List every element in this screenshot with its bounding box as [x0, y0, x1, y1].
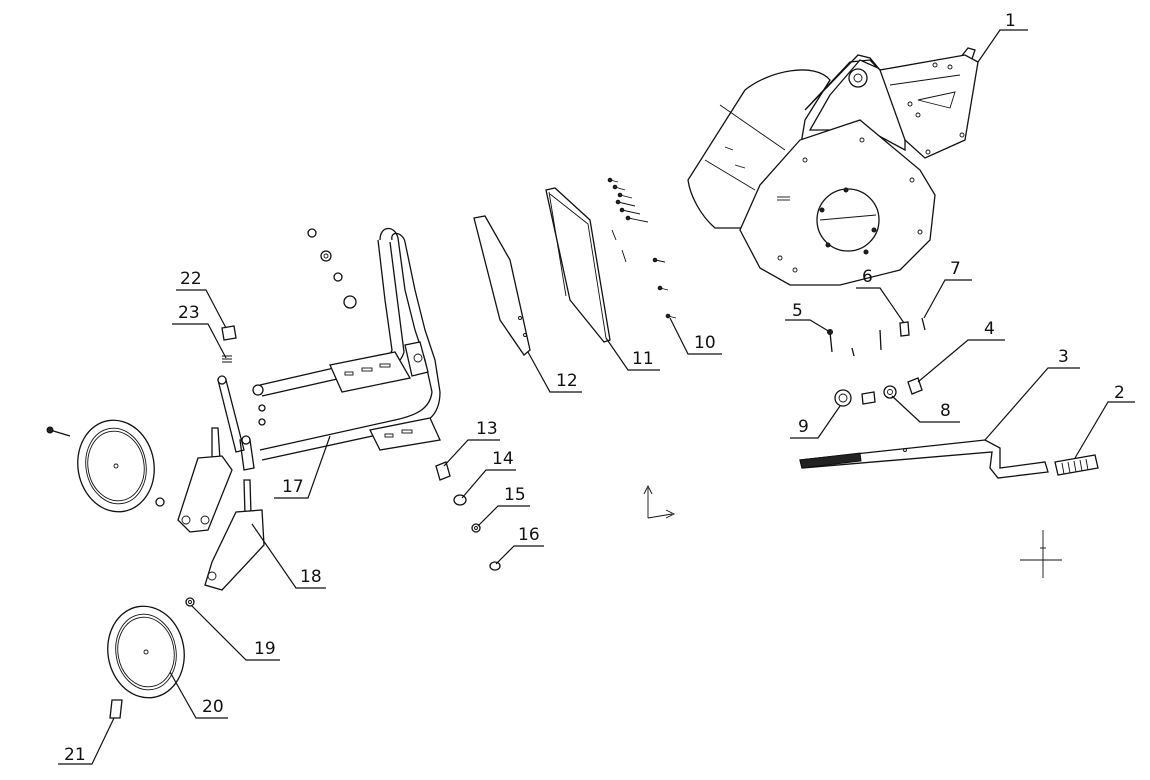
callout-12: 12 — [527, 351, 582, 393]
callout-1: 1 — [977, 11, 1028, 63]
small-parts-center — [435, 461, 501, 571]
callout-15: 15 — [477, 485, 530, 527]
callout-10: 10 — [669, 317, 722, 355]
svg-text:23: 23 — [178, 303, 200, 323]
small-parts-right — [827, 317, 926, 407]
svg-text:1: 1 — [1005, 11, 1016, 31]
svg-text:15: 15 — [504, 485, 526, 505]
callout-4: 4 — [917, 319, 1005, 383]
gasket — [545, 187, 611, 343]
callout-9: 9 — [790, 405, 841, 439]
svg-text:13: 13 — [476, 419, 498, 439]
callout-14: 14 — [461, 449, 516, 499]
svg-text:6: 6 — [862, 267, 873, 287]
axle-nut — [185, 597, 195, 607]
axle-bolt — [109, 699, 123, 719]
svg-text:8: 8 — [940, 401, 951, 421]
callout-8: 8 — [891, 395, 960, 423]
callout-7: 7 — [923, 259, 972, 319]
bolt-set — [607, 177, 677, 319]
svg-text:14: 14 — [492, 449, 514, 469]
callout-13: 13 — [443, 419, 500, 467]
callout-20: 20 — [169, 671, 228, 719]
handlebar-frame — [217, 227, 441, 471]
callout-3: 3 — [984, 347, 1080, 441]
callout-17: 17 — [274, 435, 331, 499]
svg-text:16: 16 — [518, 525, 540, 545]
housing-assembly — [687, 47, 979, 286]
svg-text:17: 17 — [282, 477, 304, 497]
svg-text:19: 19 — [254, 639, 276, 659]
callout-11: 11 — [605, 337, 660, 371]
svg-text:4: 4 — [984, 319, 995, 339]
svg-text:9: 9 — [798, 417, 809, 437]
rear-wheel — [46, 419, 165, 513]
svg-text:3: 3 — [1058, 347, 1069, 367]
svg-text:11: 11 — [632, 349, 654, 369]
wheel-forks — [177, 427, 265, 591]
svg-text:18: 18 — [300, 567, 322, 587]
frame-fasteners — [221, 228, 357, 426]
svg-text:20: 20 — [202, 697, 224, 717]
callout-21: 21 — [58, 717, 115, 765]
svg-text:5: 5 — [792, 301, 803, 321]
callout-18: 18 — [251, 523, 326, 589]
handle-grip — [1054, 454, 1099, 476]
svg-text:22: 22 — [180, 269, 202, 289]
svg-text:10: 10 — [694, 333, 716, 353]
callout-6: 6 — [856, 267, 905, 324]
callout-19: 19 — [191, 605, 280, 661]
callouts: 1 2 3 4 5 6 7 — [58, 11, 1135, 765]
callout-22: 22 — [176, 269, 227, 329]
cover-plate — [473, 215, 531, 356]
callout-23: 23 — [172, 303, 227, 359]
svg-text:7: 7 — [950, 259, 961, 279]
callout-5: 5 — [785, 301, 831, 333]
front-wheel — [107, 605, 185, 699]
crank-shaft — [799, 439, 1049, 479]
svg-text:21: 21 — [64, 745, 86, 765]
axis-symbol — [643, 484, 676, 519]
svg-text:2: 2 — [1114, 383, 1125, 403]
svg-text:12: 12 — [556, 371, 578, 391]
callout-2: 2 — [1074, 383, 1135, 459]
crosshair-symbol — [1020, 530, 1062, 578]
callout-16: 16 — [495, 525, 544, 565]
